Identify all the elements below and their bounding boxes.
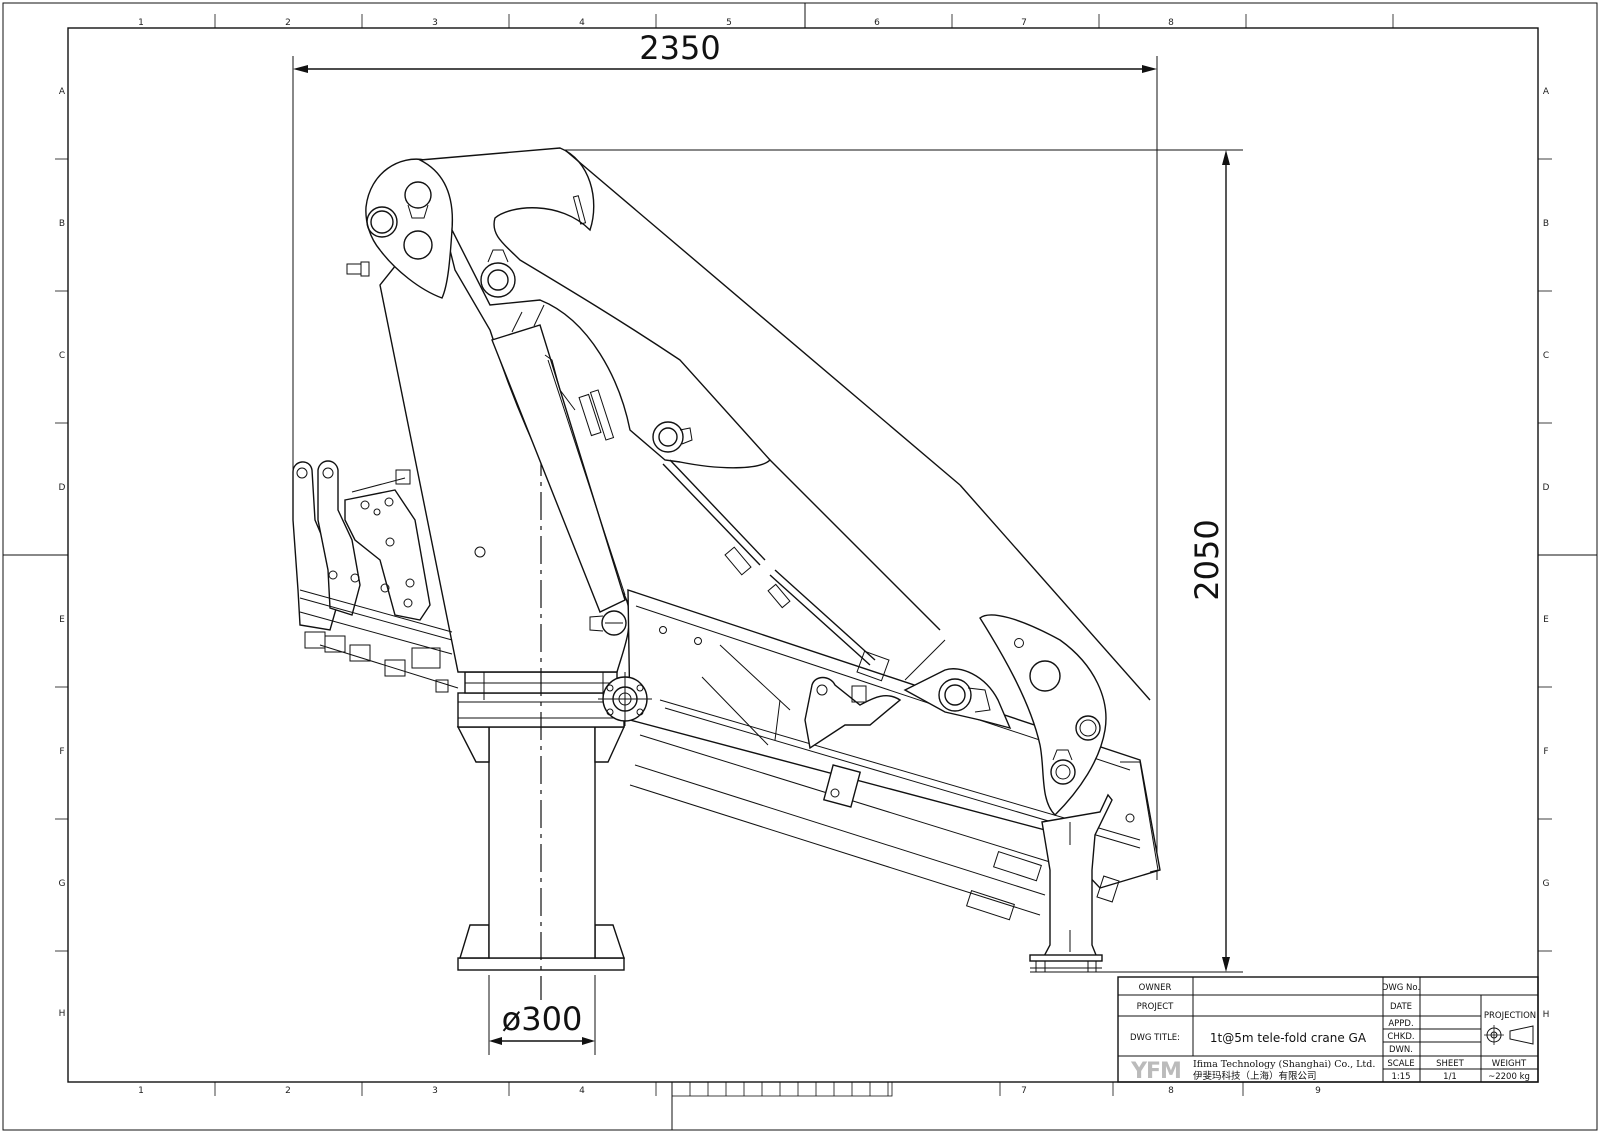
boom-pin	[589, 610, 627, 636]
scale-label: SCALE	[1387, 1059, 1414, 1069]
sheet-label: SHEET	[1436, 1059, 1465, 1069]
projection-symbol-icon	[1484, 1025, 1534, 1045]
col-label: 4	[579, 18, 585, 28]
zone-rows-left: A B C D E F G H	[55, 87, 68, 1019]
slew-pivot	[598, 672, 652, 726]
row-label: H	[1543, 1010, 1550, 1020]
hook-support	[1029, 793, 1113, 972]
col-label: 1	[138, 18, 144, 28]
col-label: 2	[285, 18, 291, 28]
col-label: 1	[138, 1086, 144, 1096]
col-label: 3	[432, 1086, 438, 1096]
project-label: PROJECT	[1137, 1002, 1175, 1012]
lift-cylinder	[491, 304, 626, 613]
weight-value: ~2200 kg	[1488, 1072, 1530, 1082]
row-label: A	[59, 87, 66, 97]
dwg-title-value: 1t@5m tele-fold crane GA	[1210, 1031, 1367, 1045]
title-block: OWNER PROJECT DWG TITLE: 1t@5m tele-fold…	[1117, 976, 1539, 1084]
row-label: B	[1543, 219, 1549, 229]
crane-drawing	[292, 147, 1161, 1000]
row-label: D	[1543, 483, 1550, 493]
dimension-column-diameter: ø300	[488, 975, 596, 1055]
col-label: 7	[1021, 18, 1027, 28]
col-label: 6	[874, 18, 880, 28]
fold-cylinder	[662, 459, 876, 666]
row-label: B	[59, 219, 65, 229]
col-label: 7	[1021, 1086, 1027, 1096]
col-label: 4	[579, 1086, 585, 1096]
main-column	[346, 158, 630, 1000]
date-label: DATE	[1390, 1002, 1412, 1012]
row-label: D	[59, 483, 66, 493]
sheet-value: 1/1	[1443, 1072, 1457, 1082]
row-label: H	[59, 1009, 66, 1019]
inner-boom	[417, 147, 1151, 701]
company-name-cn: 伊斐玛科技（上海）有限公司	[1193, 1070, 1317, 1082]
projection-label: PROJECTION	[1484, 1011, 1536, 1021]
scale-value: 1:15	[1391, 1072, 1410, 1082]
company-logo: YFM	[1130, 1059, 1181, 1084]
row-label: A	[1543, 87, 1550, 97]
col-label: 9	[1315, 1086, 1321, 1096]
row-label: C	[1543, 351, 1549, 361]
zone-columns-bottom: 1 2 3 4 7 8 9	[138, 1081, 1321, 1097]
col-label: 8	[1168, 1086, 1174, 1096]
col-label: 8	[1168, 18, 1174, 28]
boom-tip-plate	[979, 614, 1107, 816]
dimension-diameter-label: ø300	[502, 1000, 583, 1038]
zone-rows-right: A B C D E F G H	[1538, 87, 1552, 1020]
zone-columns-top: 1 2 3 4 5 6 7 8	[138, 14, 1394, 28]
control-valve-bank	[292, 460, 459, 693]
row-label: F	[1543, 747, 1548, 757]
row-label: E	[59, 615, 65, 625]
dwg-title-label: DWG TITLE:	[1130, 1033, 1180, 1043]
row-label: G	[59, 879, 66, 889]
col-label: 5	[726, 18, 732, 28]
link-plate	[774, 639, 946, 750]
appd-label: APPD.	[1388, 1019, 1413, 1029]
row-label: C	[59, 351, 65, 361]
dimension-width: 2350	[292, 29, 1158, 880]
weight-label: WEIGHT	[1492, 1059, 1527, 1069]
dimension-height-label: 2050	[1188, 519, 1226, 600]
col-label: 3	[432, 18, 438, 28]
row-label: E	[1543, 615, 1549, 625]
dwg-no-label: DWG No.	[1382, 983, 1420, 993]
row-label: F	[59, 747, 64, 757]
company-name-en: Ifima Technology (Shanghai) Co., Ltd.	[1193, 1059, 1375, 1070]
row-label: G	[1543, 879, 1550, 889]
chkd-label: CHKD.	[1387, 1032, 1414, 1042]
col-label: 2	[285, 1086, 291, 1096]
outer-hinge	[903, 668, 1012, 730]
dimension-height: 2050	[565, 149, 1243, 973]
dimension-width-label: 2350	[639, 29, 720, 67]
dwn-label: DWN.	[1389, 1045, 1413, 1055]
owner-label: OWNER	[1139, 983, 1172, 993]
